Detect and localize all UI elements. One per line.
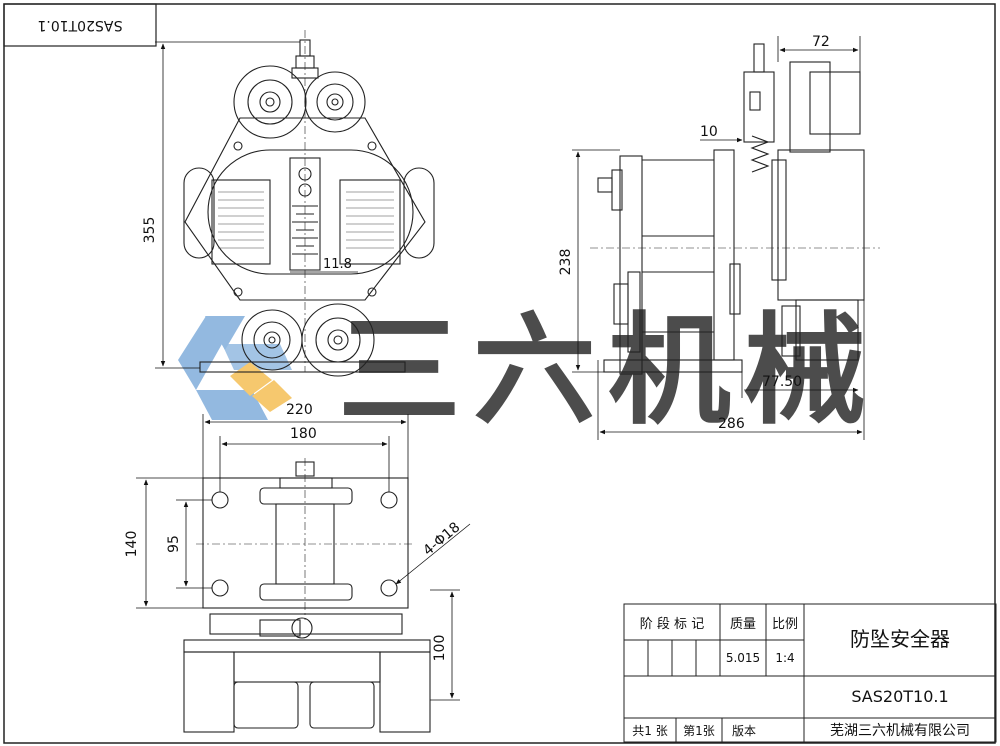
sheet-border (3, 3, 996, 744)
plan-dim-hole-spacing-y: 95 (166, 535, 182, 553)
tb-drawing-no: SAS20T10.1 (851, 687, 948, 706)
tensioner-bolt-icon (753, 43, 765, 73)
top-left-roller-icon (233, 65, 307, 139)
plan-view-dimensions (136, 414, 471, 701)
side-housing (777, 149, 865, 301)
tb-mass-value: 5.015 (726, 651, 760, 665)
front-dim-height: 355 (142, 217, 158, 244)
title-block (623, 603, 997, 743)
tb-sheets-total: 共1 张 (632, 724, 667, 738)
side-dim-shaft: 10 (700, 124, 718, 140)
front-base-plate (199, 361, 406, 373)
side-dim-width: 286 (718, 416, 745, 432)
label-text-lines (218, 191, 394, 249)
side-bolt-icon (597, 177, 613, 193)
plan-dim-base-height: 100 (432, 635, 448, 662)
side-dim-top: 72 (812, 34, 830, 50)
tb-col-mass: 质量 (730, 617, 756, 632)
tb-col-scale: 比例 (772, 617, 798, 632)
front-dim-gap: 11.8 (323, 257, 352, 272)
rotated-drawing-number-box: SAS20T10.1 (3, 3, 157, 47)
tb-scale-value: 1:4 (775, 651, 794, 665)
front-housing (207, 149, 414, 275)
top-motor-block (789, 61, 831, 153)
title-block-text: 阶 段 标 记 质量 比例 5.015 1:4 防坠安全器 SAS20T10.1… (632, 617, 970, 739)
plan-dim-outer-width: 220 (286, 402, 313, 418)
side-view-dimensions (572, 36, 865, 440)
motor-left (233, 681, 299, 729)
bottom-motor-block (795, 299, 859, 361)
plan-dim-holes: 4-Φ18 (420, 519, 463, 559)
label-plate-left (211, 179, 271, 265)
tb-company: 芜湖三六机械有限公司 (830, 722, 970, 739)
front-view-dimensions (155, 41, 358, 369)
coupling-icon (291, 617, 313, 639)
spring-icon (750, 135, 770, 173)
watermark-text: 三六机械 (338, 302, 878, 441)
tb-version: 版本 (732, 724, 756, 738)
side-dim-offset: 77.50 (762, 374, 802, 390)
side-view (590, 43, 880, 375)
watermark-logo-icon (178, 316, 292, 420)
motor-right (309, 681, 375, 729)
rotated-drawing-number: SAS20T10.1 (37, 17, 122, 33)
plan-dim-hole-spacing-x: 180 (290, 426, 317, 442)
mount-hole-icon (211, 491, 229, 509)
plan-base-plate (202, 477, 409, 609)
top-right-roller-icon (304, 71, 366, 133)
tb-sheet-no: 第1张 (683, 724, 715, 738)
label-plate-right (339, 179, 401, 265)
side-base-plate (603, 359, 743, 373)
plan-view (183, 458, 431, 733)
plan-dim-outer-height: 140 (124, 531, 140, 558)
watermark: 三六机械 (178, 302, 878, 441)
front-view (183, 30, 435, 377)
tb-col-stage: 阶 段 标 记 (640, 617, 704, 632)
tb-product-name: 防坠安全器 (850, 627, 950, 651)
side-dim-height: 238 (558, 249, 574, 276)
front-plate (184, 117, 426, 301)
